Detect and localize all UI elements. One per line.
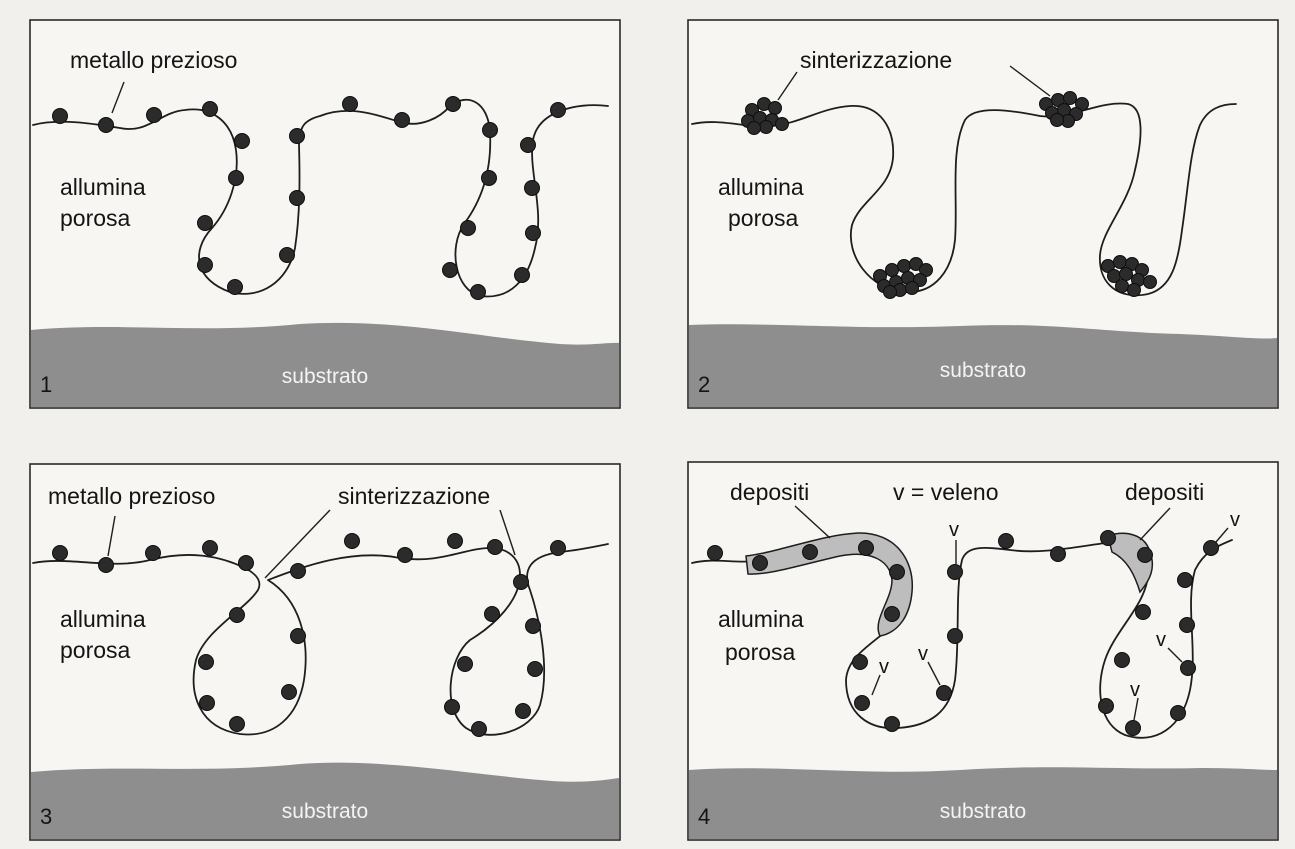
panel-1-metal-label: metallo prezioso xyxy=(70,47,237,73)
panel-2: sinterizzazione allumina porosa substrat… xyxy=(688,20,1278,408)
panel-1-number: 1 xyxy=(40,372,52,397)
panel-4-poison-mark: v xyxy=(918,643,928,665)
panel-2-alumina-label: allumina xyxy=(718,174,804,200)
panel-3-number: 3 xyxy=(40,804,52,829)
panel-4-poison-legend: v = veleno xyxy=(893,479,999,505)
panel-2-number: 2 xyxy=(698,372,710,397)
panel-1-porous-label: porosa xyxy=(60,205,131,231)
panel-2-sintering-label: sinterizzazione xyxy=(800,47,952,73)
panel-1-alumina-label: allumina xyxy=(60,174,146,200)
panel-2-substrate-label: substrato xyxy=(940,359,1026,382)
panel-4-deposits-label-right: depositi xyxy=(1125,479,1204,505)
panel-3-alumina-label: allumina xyxy=(60,606,146,632)
panel-3-porous-label: porosa xyxy=(60,637,131,663)
panel-2-porous-label: porosa xyxy=(728,205,799,231)
panel-4-poison-mark: v xyxy=(1230,509,1240,531)
panel-1: metallo prezioso allumina porosa substra… xyxy=(30,20,620,408)
panel-4-deposits-label-left: depositi xyxy=(730,479,809,505)
panel-4: depositi v = veleno depositi allumina po… xyxy=(688,462,1278,840)
panel-3-metal-label: metallo prezioso xyxy=(48,483,215,509)
panel-3: metallo prezioso sinterizzazione allumin… xyxy=(30,464,620,840)
panel-4-substrate-label: substrato xyxy=(940,800,1026,823)
panel-4-porous-label: porosa xyxy=(725,639,796,665)
panel-3-sintering-label: sinterizzazione xyxy=(338,483,490,509)
panel-4-poison-mark: v xyxy=(1156,629,1166,651)
panel-4-poison-mark: v xyxy=(1130,679,1140,701)
panel-4-alumina-label: allumina xyxy=(718,606,804,632)
panel-4-poison-mark: v xyxy=(879,656,889,678)
panel-4-number: 4 xyxy=(698,804,710,829)
panel-4-poison-mark: v xyxy=(949,519,959,541)
panel-3-substrate-label: substrato xyxy=(282,800,368,823)
panel-1-substrate-label: substrato xyxy=(282,365,368,388)
